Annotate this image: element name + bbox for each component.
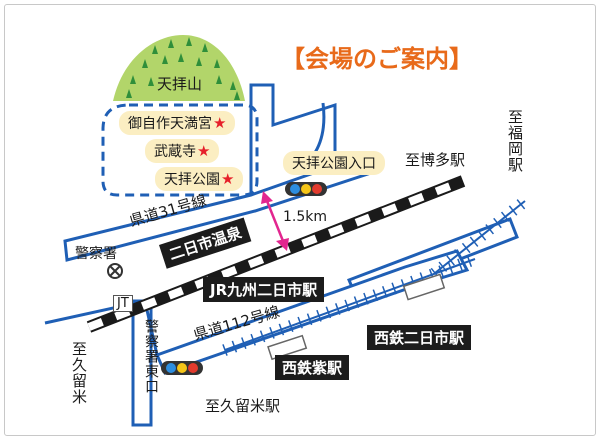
site-name: 御自作天満宮 — [128, 116, 212, 132]
label-to-kurume-station: 至久留米駅 — [205, 397, 281, 415]
site-gojisaku-tenmangu: 御自作天満宮★ — [119, 111, 236, 135]
tree-icon — [178, 53, 184, 62]
label-keisatsusho: 警察署 — [75, 246, 117, 262]
star-icon: ★ — [197, 142, 211, 160]
label-tenpai-koen-iriguchi: 天拝公園入口 — [283, 151, 385, 175]
star-icon: ★ — [221, 170, 235, 188]
mountain-label: 天拝山 — [157, 75, 203, 93]
label-to-fukuoka: 至福岡駅 — [506, 109, 524, 173]
temple-area-outline — [101, 103, 259, 197]
site-name: 天拝公園 — [164, 172, 220, 188]
tree-icon — [126, 89, 132, 98]
label-jt: JT — [113, 295, 133, 312]
nishitetsu-railway — [222, 199, 526, 356]
site-buzoji: 武蔵寺★ — [145, 139, 220, 163]
tree-icon — [186, 37, 192, 46]
tree-icons — [126, 37, 240, 100]
map-drawing — [44, 35, 526, 427]
site-tenpai-koen: 天拝公園★ — [155, 167, 244, 191]
label-jr-futsukaichi-station: JR九州二日市駅 — [203, 277, 325, 302]
map-title: 【会場のご案内】 — [281, 45, 473, 73]
tree-icon — [216, 75, 222, 84]
tree-icon — [152, 45, 158, 54]
tree-icon — [148, 77, 154, 86]
mountain-shape — [113, 35, 245, 101]
distance-arrow — [261, 191, 289, 251]
label-nishitetsu-futsukaichi-station: 西鉄二日市駅 — [367, 325, 472, 350]
label-to-hakata: 至博多駅 — [405, 151, 466, 169]
tree-icon — [214, 59, 220, 68]
map-frame: 【会場のご案内】 天拝山 御自作天満宮★ 武蔵寺★ 天拝公園★ 天拝公園入口 至… — [4, 4, 596, 436]
site-name: 武蔵寺 — [154, 144, 196, 160]
tree-icon — [162, 55, 168, 64]
tree-icon — [202, 43, 208, 52]
tree-icon — [234, 91, 240, 100]
label-keisatsusho-higashiguchi: 警察署東口 — [143, 319, 159, 394]
nishitetsu-murasaki-building — [267, 334, 308, 361]
traffic-light-icon — [161, 361, 203, 375]
label-to-kurume: 至久留米 — [70, 341, 88, 405]
jr-railway — [86, 175, 466, 333]
jr-station-building — [402, 273, 446, 301]
traffic-light-icon — [285, 182, 327, 196]
tree-icon — [130, 75, 136, 84]
tree-icon — [196, 57, 202, 66]
tree-icon — [230, 81, 236, 90]
star-icon: ★ — [213, 114, 227, 132]
police-station-icon — [107, 263, 123, 279]
tree-icon — [168, 39, 174, 48]
tree-icon — [142, 59, 148, 68]
label-distance: 1.5km — [283, 209, 328, 225]
road-upper-box — [249, 83, 337, 195]
label-nishitetsu-murasaki-station: 西鉄紫駅 — [275, 355, 350, 380]
